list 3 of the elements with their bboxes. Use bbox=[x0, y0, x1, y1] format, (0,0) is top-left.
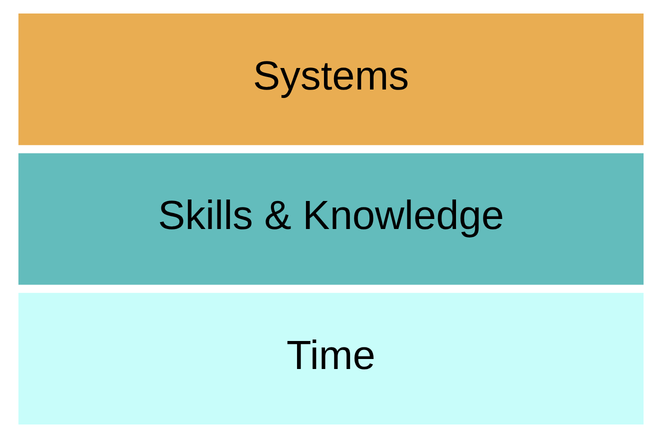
node-box: Systems bbox=[18, 14, 644, 146]
node-box: Skills & Knowledge bbox=[18, 153, 644, 285]
node-box: Time bbox=[18, 292, 644, 424]
